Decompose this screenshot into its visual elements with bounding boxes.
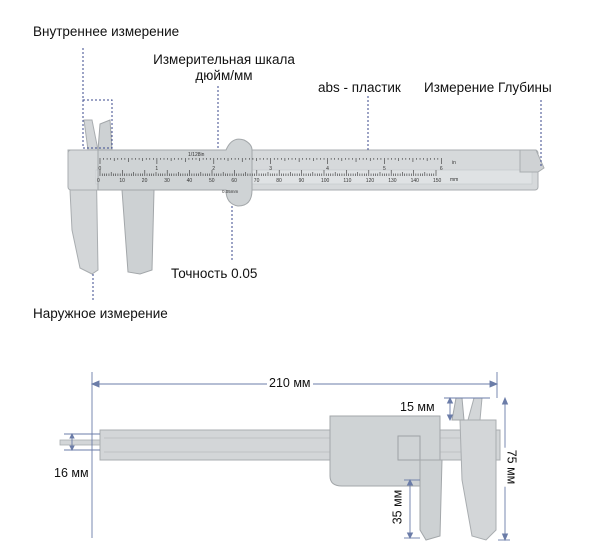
mm-number: 130 [388, 178, 397, 184]
dim-depth-rod-label: 16 мм [52, 466, 91, 480]
scale-numbers: 0 10 20 30 40 50 60 70 80 90 100 110 120 130 140 150 0 1 2… [97, 166, 443, 184]
dim-height-label: 75 мм [504, 447, 519, 487]
label-scale-line2: дюйм/мм [195, 67, 253, 83]
inch-number: 6 [440, 166, 443, 172]
label-depth: Измерение Глубины [424, 80, 552, 95]
side-inner-jaw-left [451, 397, 465, 421]
dim-jaw-top-label: 15 мм [398, 400, 437, 414]
movable-jaw [121, 189, 155, 275]
slider [97, 138, 253, 207]
depth-rod-end [519, 149, 545, 173]
label-material: abs - пластик [318, 80, 401, 95]
scale-ticks [99, 158, 442, 176]
label-outer-measurement: Наружное измерение [33, 306, 168, 321]
mm-unit: mm [450, 177, 458, 183]
mm-number: 30 [164, 178, 170, 184]
inch-number: 0 [99, 166, 102, 172]
dim-jaw-bottom-label: 35 мм [390, 487, 405, 527]
inch-number: 4 [326, 166, 329, 172]
label-inner-measurement: Внутреннее измерение [33, 24, 180, 39]
mm-number: 70 [254, 178, 260, 184]
mm-number: 110 [343, 178, 351, 184]
guide-inner-box [82, 99, 113, 149]
mm-number: 150 [433, 178, 442, 184]
mm-number: 80 [276, 178, 282, 184]
label-scale: Измерительная шкала дюйм/мм [144, 52, 304, 83]
mm-number: 120 [366, 178, 375, 184]
dim-length-label: 210 мм [267, 376, 313, 390]
movable-inner-jaw [97, 119, 113, 151]
side-movable-jaw [419, 459, 443, 541]
inch-number: 5 [383, 166, 386, 172]
mm-number: 90 [299, 178, 305, 184]
mm-number: 0 [97, 178, 100, 184]
mm-number: 100 [321, 178, 330, 184]
fixed-inner-jaw [83, 119, 99, 151]
inch-number: 2 [212, 166, 215, 172]
mm-number: 140 [411, 178, 420, 184]
label-accuracy: Точность 0.05 [171, 266, 258, 281]
vernier-label: 0.05mm [222, 189, 239, 194]
inch-number: 1 [155, 166, 158, 172]
inch-number: 3 [269, 166, 272, 172]
side-inner-jaw-right [467, 397, 483, 421]
mm-number: 60 [231, 178, 237, 184]
label-scale-line1: Измерительная шкала [153, 52, 295, 67]
side-fixed-jaw [459, 419, 497, 541]
mm-number: 40 [187, 178, 193, 184]
mm-number: 10 [119, 178, 125, 184]
inch-unit: in [452, 160, 456, 166]
mm-number: 20 [142, 178, 148, 184]
mm-number: 50 [209, 178, 215, 184]
inch-label: 1/128in [188, 152, 205, 158]
depth-rod [59, 439, 103, 446]
